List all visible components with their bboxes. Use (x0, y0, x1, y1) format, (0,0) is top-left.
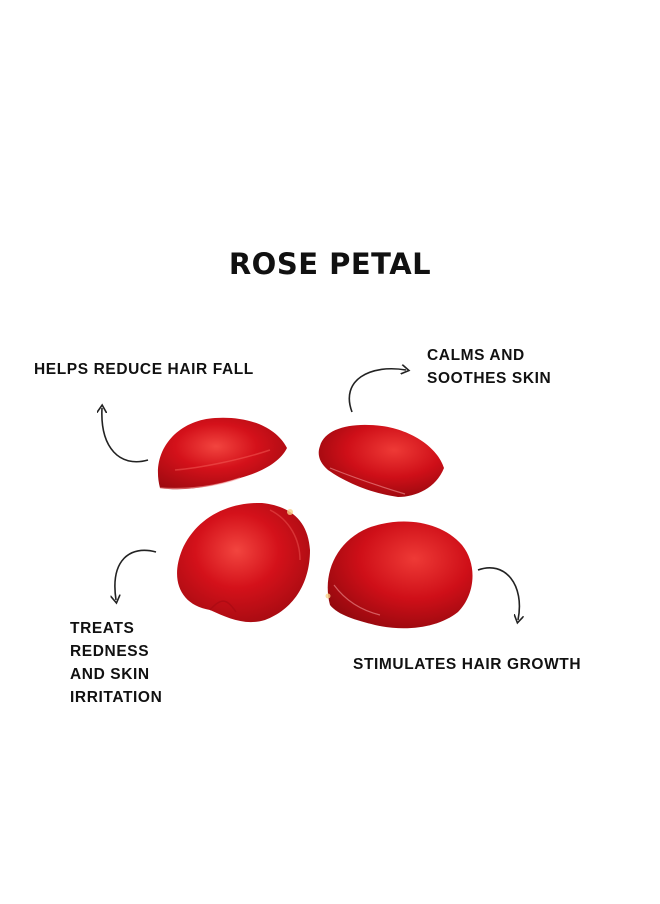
benefit-growth-label: STIMULATES HAIR GROWTH (353, 653, 581, 676)
rose-petal-icon (157, 417, 287, 490)
benefit-hair-fall-text: HELPS REDUCE HAIR FALL (34, 361, 254, 378)
rose-petal-icon (318, 424, 444, 497)
benefit-treats-line-1: TREATS (70, 620, 135, 637)
curved-arrow-icon (348, 369, 406, 413)
benefit-hair-fall-label: HELPS REDUCE HAIR FALL (34, 358, 254, 381)
rose-petal-icon (177, 502, 310, 623)
benefit-treats-line-3: AND SKIN (70, 666, 150, 683)
benefit-calms-line-1: CALMS AND (427, 347, 525, 364)
curved-arrow-icon (115, 549, 157, 600)
curved-arrow-icon (477, 567, 519, 620)
benefit-treats-line-2: REDNESS (70, 643, 150, 660)
benefit-calms-line-2: SOOTHES SKIN (427, 370, 552, 387)
page-title: ROSE PETAL (228, 247, 432, 281)
benefit-growth-text: STIMULATES HAIR GROWTH (353, 656, 582, 673)
benefit-calms-label: CALMS AND SOOTHES SKIN (427, 344, 551, 390)
benefit-treats-line-4: IRRITATION (70, 689, 163, 706)
rose-petal-icon (325, 521, 473, 629)
curved-arrow-icon (102, 408, 149, 463)
benefit-treats-label: TREATS REDNESS AND SKIN IRRITATION (70, 617, 162, 709)
